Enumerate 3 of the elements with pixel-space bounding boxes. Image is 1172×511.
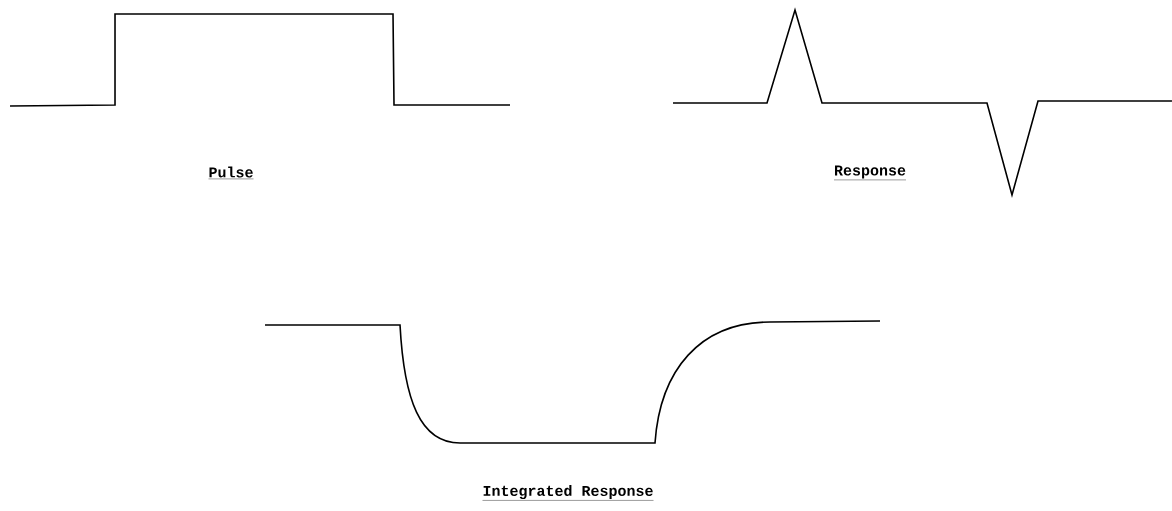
waveform-caption: Response <box>833 165 907 181</box>
waveform-caption: Integrated Response <box>482 484 654 501</box>
waveform-caption: Pulse <box>208 166 254 180</box>
